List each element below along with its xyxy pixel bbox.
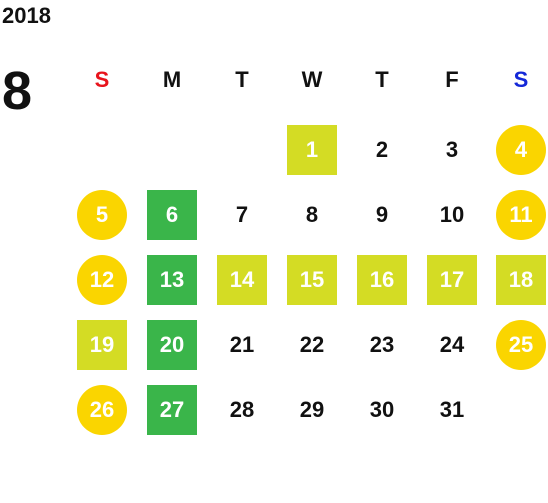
- weekday-header-thu: T: [375, 67, 389, 92]
- calendar-day-10[interactable]: 10: [439, 202, 465, 227]
- calendar-year: 2018: [2, 3, 51, 28]
- weekday-header-sun: S: [94, 67, 110, 92]
- calendar-day-24[interactable]: 24: [439, 332, 465, 357]
- calendar-day-18[interactable]: 18: [496, 255, 546, 305]
- calendar-day-4[interactable]: 4: [496, 125, 546, 175]
- weekday-header-mon: M: [162, 67, 182, 92]
- calendar-day-27[interactable]: 27: [147, 385, 197, 435]
- calendar-day-13[interactable]: 13: [147, 255, 197, 305]
- weekday-header-fri: F: [445, 67, 459, 92]
- calendar-day-6[interactable]: 6: [147, 190, 197, 240]
- calendar-day-20[interactable]: 20: [147, 320, 197, 370]
- calendar-day-17[interactable]: 17: [427, 255, 477, 305]
- calendar-day-21[interactable]: 21: [229, 332, 255, 357]
- calendar-day-25[interactable]: 25: [496, 320, 546, 370]
- calendar-day-19[interactable]: 19: [77, 320, 127, 370]
- calendar-day-30[interactable]: 30: [369, 397, 395, 422]
- calendar-day-3[interactable]: 3: [445, 137, 459, 162]
- calendar-day-1[interactable]: 1: [287, 125, 337, 175]
- calendar-day-5[interactable]: 5: [77, 190, 127, 240]
- calendar-day-28[interactable]: 28: [229, 397, 255, 422]
- calendar-day-15[interactable]: 15: [287, 255, 337, 305]
- calendar-day-29[interactable]: 29: [299, 397, 325, 422]
- calendar-day-22[interactable]: 22: [299, 332, 325, 357]
- calendar-day-14[interactable]: 14: [217, 255, 267, 305]
- calendar-day-23[interactable]: 23: [369, 332, 395, 357]
- calendar-month: 8: [2, 61, 33, 121]
- calendar-day-9[interactable]: 9: [375, 202, 389, 227]
- calendar-day-26[interactable]: 26: [77, 385, 127, 435]
- calendar-day-2[interactable]: 2: [375, 137, 389, 162]
- calendar-day-31[interactable]: 31: [439, 397, 465, 422]
- weekday-header-wed: W: [301, 67, 323, 92]
- weekday-header-tue: T: [235, 67, 249, 92]
- calendar-day-7[interactable]: 7: [235, 202, 249, 227]
- calendar-day-12[interactable]: 12: [77, 255, 127, 305]
- weekday-header-sat: S: [513, 67, 529, 92]
- calendar-day-16[interactable]: 16: [357, 255, 407, 305]
- calendar-day-8[interactable]: 8: [305, 202, 319, 227]
- calendar-day-11[interactable]: 11: [496, 190, 546, 240]
